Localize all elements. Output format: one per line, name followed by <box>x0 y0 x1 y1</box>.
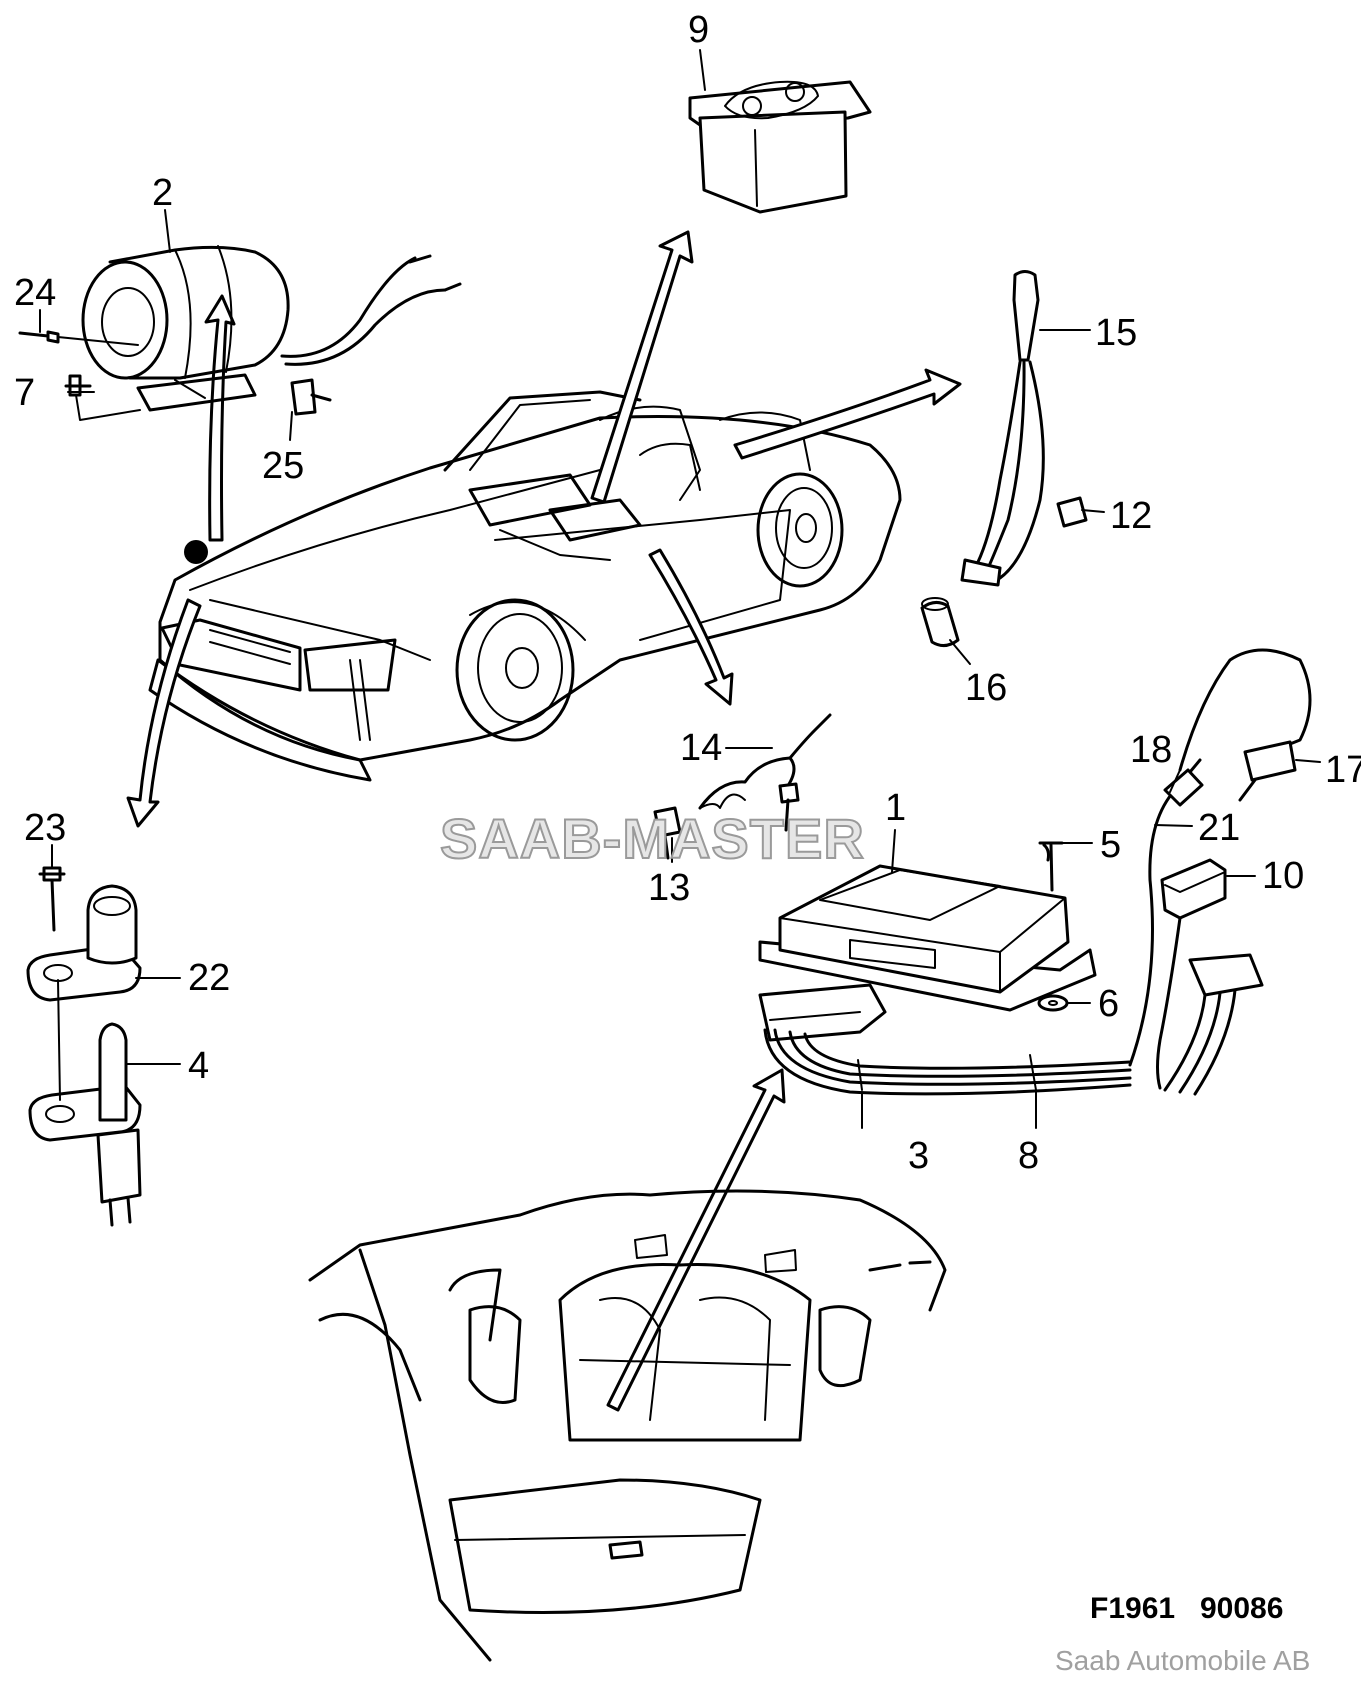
part-14-harness <box>698 713 832 832</box>
part-3-wiring-harness <box>758 983 1132 1096</box>
callout-13: 13 <box>648 867 690 909</box>
arrow-to-door-harness <box>648 548 734 706</box>
part-2-siren <box>81 245 462 412</box>
part-23-screw <box>38 866 66 932</box>
callout-21: 21 <box>1198 807 1240 849</box>
callout-17: 17 <box>1325 749 1361 791</box>
part-21-cable <box>1128 648 1312 1067</box>
callout-1: 1 <box>885 787 906 829</box>
callout-24: 24 <box>14 272 56 314</box>
part-4-switch <box>28 979 142 1227</box>
interior-drawing <box>308 1189 947 1662</box>
part-13-connector <box>653 806 682 860</box>
callout-2: 2 <box>152 172 173 214</box>
arrow-to-sensor <box>733 368 962 460</box>
figure-code: F1961 <box>1090 1592 1175 1625</box>
part-9-switch <box>688 80 872 214</box>
part-22-bracket <box>26 884 142 1002</box>
arrow-to-switch <box>590 230 694 504</box>
part-12-clip <box>1056 496 1088 528</box>
part-cable-connector <box>1163 953 1264 1096</box>
reference-arrows <box>126 230 962 1412</box>
part-24-screw <box>18 330 139 346</box>
callout-7: 7 <box>14 372 35 414</box>
part-10-relay <box>1156 858 1227 1090</box>
arrow-to-hood-switch <box>126 598 202 828</box>
watermark: SAAB-MASTER <box>440 807 865 870</box>
callout-3: 3 <box>908 1135 929 1177</box>
part-18-connector <box>1163 768 1204 807</box>
credit-line: Saab Automobile AB <box>1055 1645 1310 1676</box>
callout-14: 14 <box>680 727 722 769</box>
callout-25: 25 <box>262 445 304 487</box>
part-17-connector <box>1238 740 1297 802</box>
callout-6: 6 <box>1098 983 1119 1025</box>
part-1-control-unit <box>758 864 1097 1012</box>
callout-18: 18 <box>1130 729 1172 771</box>
callout-10: 10 <box>1262 855 1304 897</box>
callout-9: 9 <box>688 9 709 51</box>
arrow-to-siren <box>204 294 236 542</box>
part-25-clip <box>290 378 332 416</box>
callout-16: 16 <box>965 667 1007 709</box>
callout-12: 12 <box>1110 495 1152 537</box>
arrow-to-control-unit <box>606 1068 786 1412</box>
part-6-washer <box>1037 994 1069 1012</box>
callout-4: 4 <box>188 1045 209 1087</box>
part-7-screw <box>64 374 141 421</box>
callout-23: 23 <box>24 807 66 849</box>
part-16-grommet <box>920 597 960 647</box>
part-15-sensor <box>960 270 1045 587</box>
part-5-screw <box>1038 841 1064 892</box>
callout-labels: 2 9 24 7 25 15 12 16 14 18 17 1 21 5 10 … <box>14 9 1361 1177</box>
callout-15: 15 <box>1095 312 1137 354</box>
leader-lines <box>39 49 1321 1129</box>
callout-5: 5 <box>1100 824 1121 866</box>
callout-22: 22 <box>188 957 230 999</box>
figure-number: 90086 <box>1200 1592 1283 1625</box>
callout-8: 8 <box>1018 1135 1039 1177</box>
